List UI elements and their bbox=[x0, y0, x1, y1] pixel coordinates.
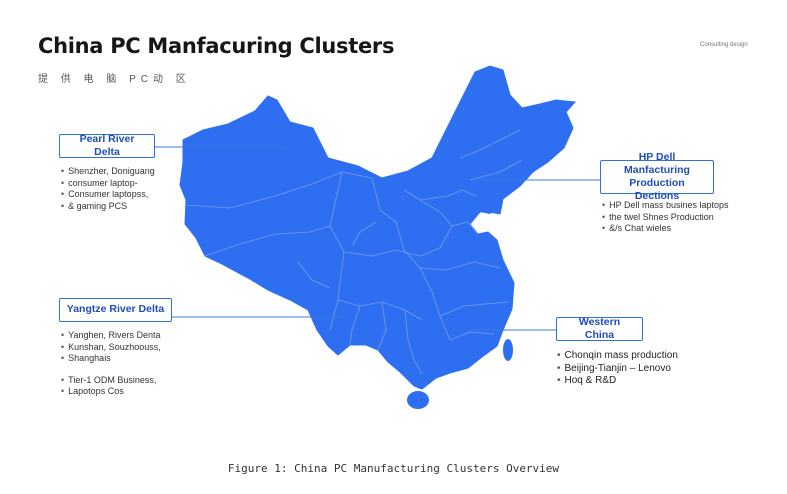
page-subtitle: 提 供 电 脑 PC动 区 bbox=[38, 74, 191, 85]
bullet-item: Hoq & R&D bbox=[557, 375, 678, 388]
bullet-item: HP Dell mass busines laptops bbox=[602, 200, 728, 212]
bullet-item: Lapotops Cos bbox=[61, 386, 161, 398]
hp-dell-bullets: HP Dell mass busines laptops the twel Sh… bbox=[602, 200, 729, 235]
western-china-bullets: Chonqin mass production Beijing-Tianjin … bbox=[557, 350, 678, 388]
bullet-item: Shanghais bbox=[61, 353, 161, 365]
bullet-item: &/s Chat wieles bbox=[602, 223, 729, 235]
bullet-item: Kunshan, Souzhoouss, bbox=[61, 342, 161, 354]
taiwan-island-shape bbox=[503, 339, 513, 361]
province-borders bbox=[185, 129, 523, 375]
leader-lines bbox=[155, 146, 600, 331]
hp-dell-label-line1: HP Dell Manfacturing bbox=[624, 150, 690, 176]
pearl-river-delta-bullets: Shenzher, Doniguang consumer laptop- Con… bbox=[61, 166, 155, 212]
bullet-item: Chonqin mass production bbox=[557, 350, 678, 363]
bullet-item: Tier-1 ODM Business, bbox=[61, 375, 161, 387]
bullet-item: Beijing-Tianjin – Lenovo bbox=[557, 363, 678, 376]
hainan-island-shape bbox=[407, 391, 429, 409]
western-china-label: Western China bbox=[556, 316, 643, 341]
yangtze-river-delta-label: Yangtze River Delta bbox=[59, 298, 172, 322]
yangtze-river-delta-bullets: Yanghen, Rivers Denta Kunshan, Souzhoous… bbox=[61, 330, 161, 398]
figure-caption: Figure 1: China PC Manufacturing Cluster… bbox=[227, 462, 560, 475]
bullet-item: & gaming PCS bbox=[61, 201, 155, 213]
pearl-river-delta-label: Pearl River Delta bbox=[59, 133, 155, 158]
bullet-item: Shenzher, Doniguang bbox=[61, 166, 155, 178]
bullet-item: Yanghen, Rivers Denta bbox=[61, 330, 161, 342]
hp-dell-manufacturing-label: HP Dell Manfacturing Production Dections bbox=[600, 151, 714, 202]
china-mainland-shape bbox=[179, 65, 577, 390]
brand-mark: Consulting design bbox=[700, 42, 748, 48]
page-title: China PC Manfacuring Clusters bbox=[38, 34, 395, 58]
bullet-item: Consumer laptopss, bbox=[61, 189, 155, 201]
bullet-item: consumer laptop- bbox=[61, 178, 155, 190]
bullet-item: the twel Shnes Production bbox=[602, 212, 729, 224]
liaodong-shape bbox=[476, 192, 500, 214]
